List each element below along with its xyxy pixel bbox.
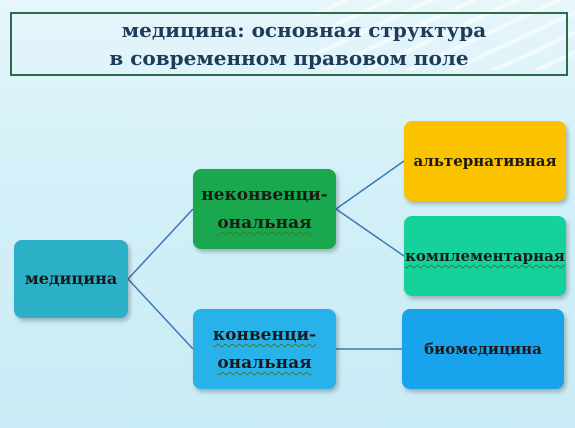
connector-medicine-to-conventional — [127, 278, 194, 350]
connector-unconventional-to-complementary — [335, 208, 405, 257]
node-unconventional-line-1: неконвенци- — [201, 185, 328, 205]
node-biomedicine: биомедицина — [402, 309, 564, 389]
node-complementary-label: комплементарная — [405, 247, 565, 265]
node-biomedicine-label: биомедицина — [424, 340, 542, 358]
node-unconventional: неконвенци- ональная — [193, 169, 336, 249]
connector-unconventional-to-alternative — [335, 160, 405, 210]
node-alternative: альтернативная — [404, 121, 566, 201]
node-conventional-line-1: конвенци- — [212, 325, 317, 345]
node-complementary: комплементарная — [404, 216, 566, 296]
node-conventional: конвенци- ональная — [193, 309, 336, 389]
diagram-title: медицина: основная структура в современн… — [10, 12, 568, 76]
node-medicine-label: медицина — [24, 269, 118, 288]
node-unconventional-line-2: ональная — [217, 213, 312, 233]
node-medicine: медицина — [14, 240, 128, 318]
node-alternative-label: альтернативная — [413, 152, 557, 170]
connector-medicine-to-unconventional — [127, 208, 194, 280]
title-line-2: в современном правовом поле — [109, 46, 469, 70]
node-conventional-line-2: ональная — [217, 353, 312, 373]
title-line-1: медицина: основная структура — [121, 18, 487, 42]
